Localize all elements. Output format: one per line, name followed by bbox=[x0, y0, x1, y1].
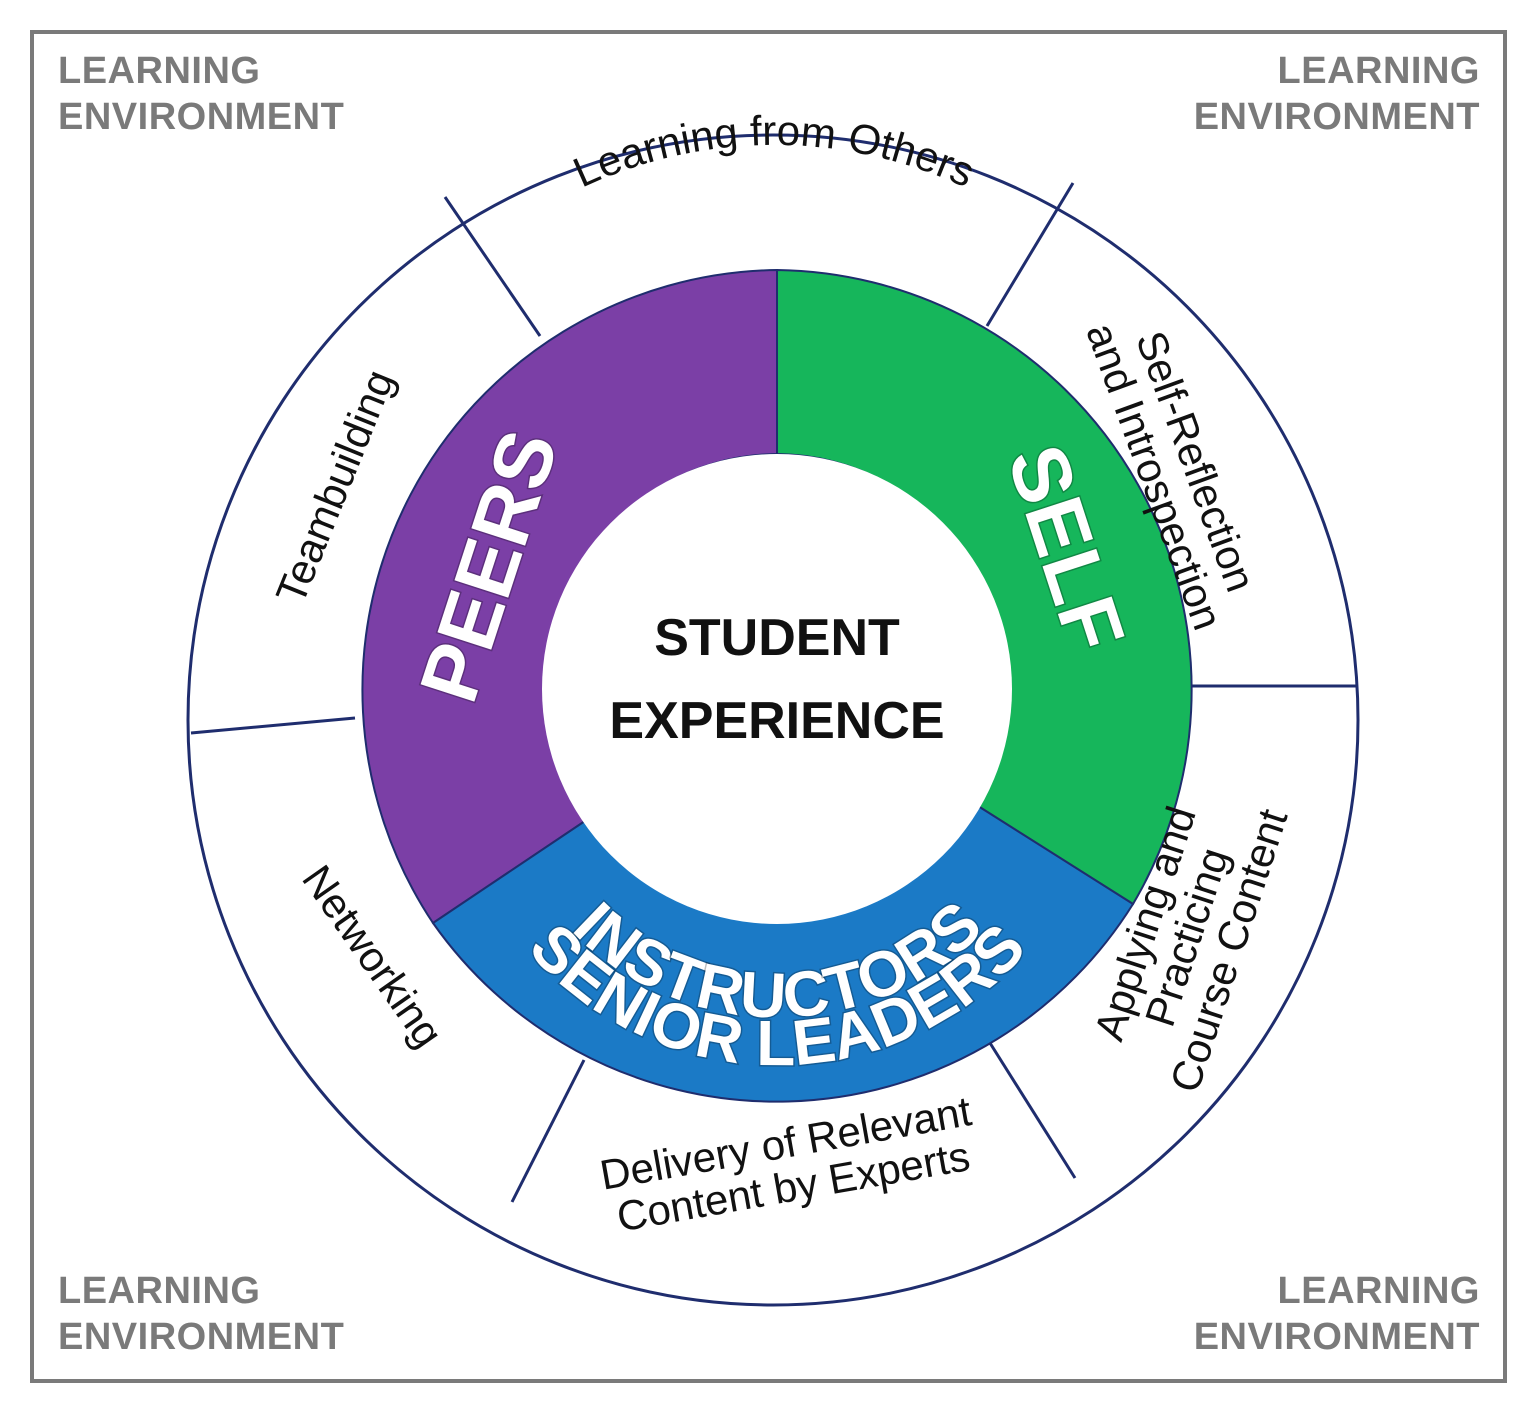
center-circle bbox=[542, 454, 1012, 924]
corner-label-bottom-left: LEARNING ENVIRONMENT bbox=[58, 1268, 344, 1360]
divider-top-right bbox=[985, 182, 1075, 327]
corner-label-bottom-right-line2: ENVIRONMENT bbox=[1193, 1316, 1480, 1358]
center-title-line1: STUDENT bbox=[654, 609, 900, 667]
divider-left bbox=[190, 716, 356, 735]
divider-top-left bbox=[443, 196, 542, 337]
divider-bottom-left bbox=[510, 1059, 586, 1203]
divider-bottom-right bbox=[988, 1042, 1077, 1179]
corner-label-top-left: LEARNING ENVIRONMENT bbox=[58, 48, 344, 140]
corner-label-top-left-line2: ENVIRONMENT bbox=[58, 96, 345, 138]
corner-label-bottom-right: LEARNING ENVIRONMENT bbox=[1194, 1268, 1480, 1360]
corner-label-bottom-left-line2: ENVIRONMENT bbox=[58, 1316, 345, 1358]
corner-label-bottom-right-line1: LEARNING bbox=[1277, 1270, 1480, 1312]
corner-label-top-left-line1: LEARNING bbox=[58, 50, 261, 92]
corner-label-bottom-left-line1: LEARNING bbox=[58, 1270, 261, 1312]
corner-label-top-right-line1: LEARNING bbox=[1277, 50, 1480, 92]
corner-label-top-right-line2: ENVIRONMENT bbox=[1193, 96, 1480, 138]
corner-label-top-right: LEARNING ENVIRONMENT bbox=[1194, 48, 1480, 140]
outer-ring-dividers bbox=[190, 182, 1358, 1203]
center-title-line2: EXPERIENCE bbox=[609, 692, 944, 750]
